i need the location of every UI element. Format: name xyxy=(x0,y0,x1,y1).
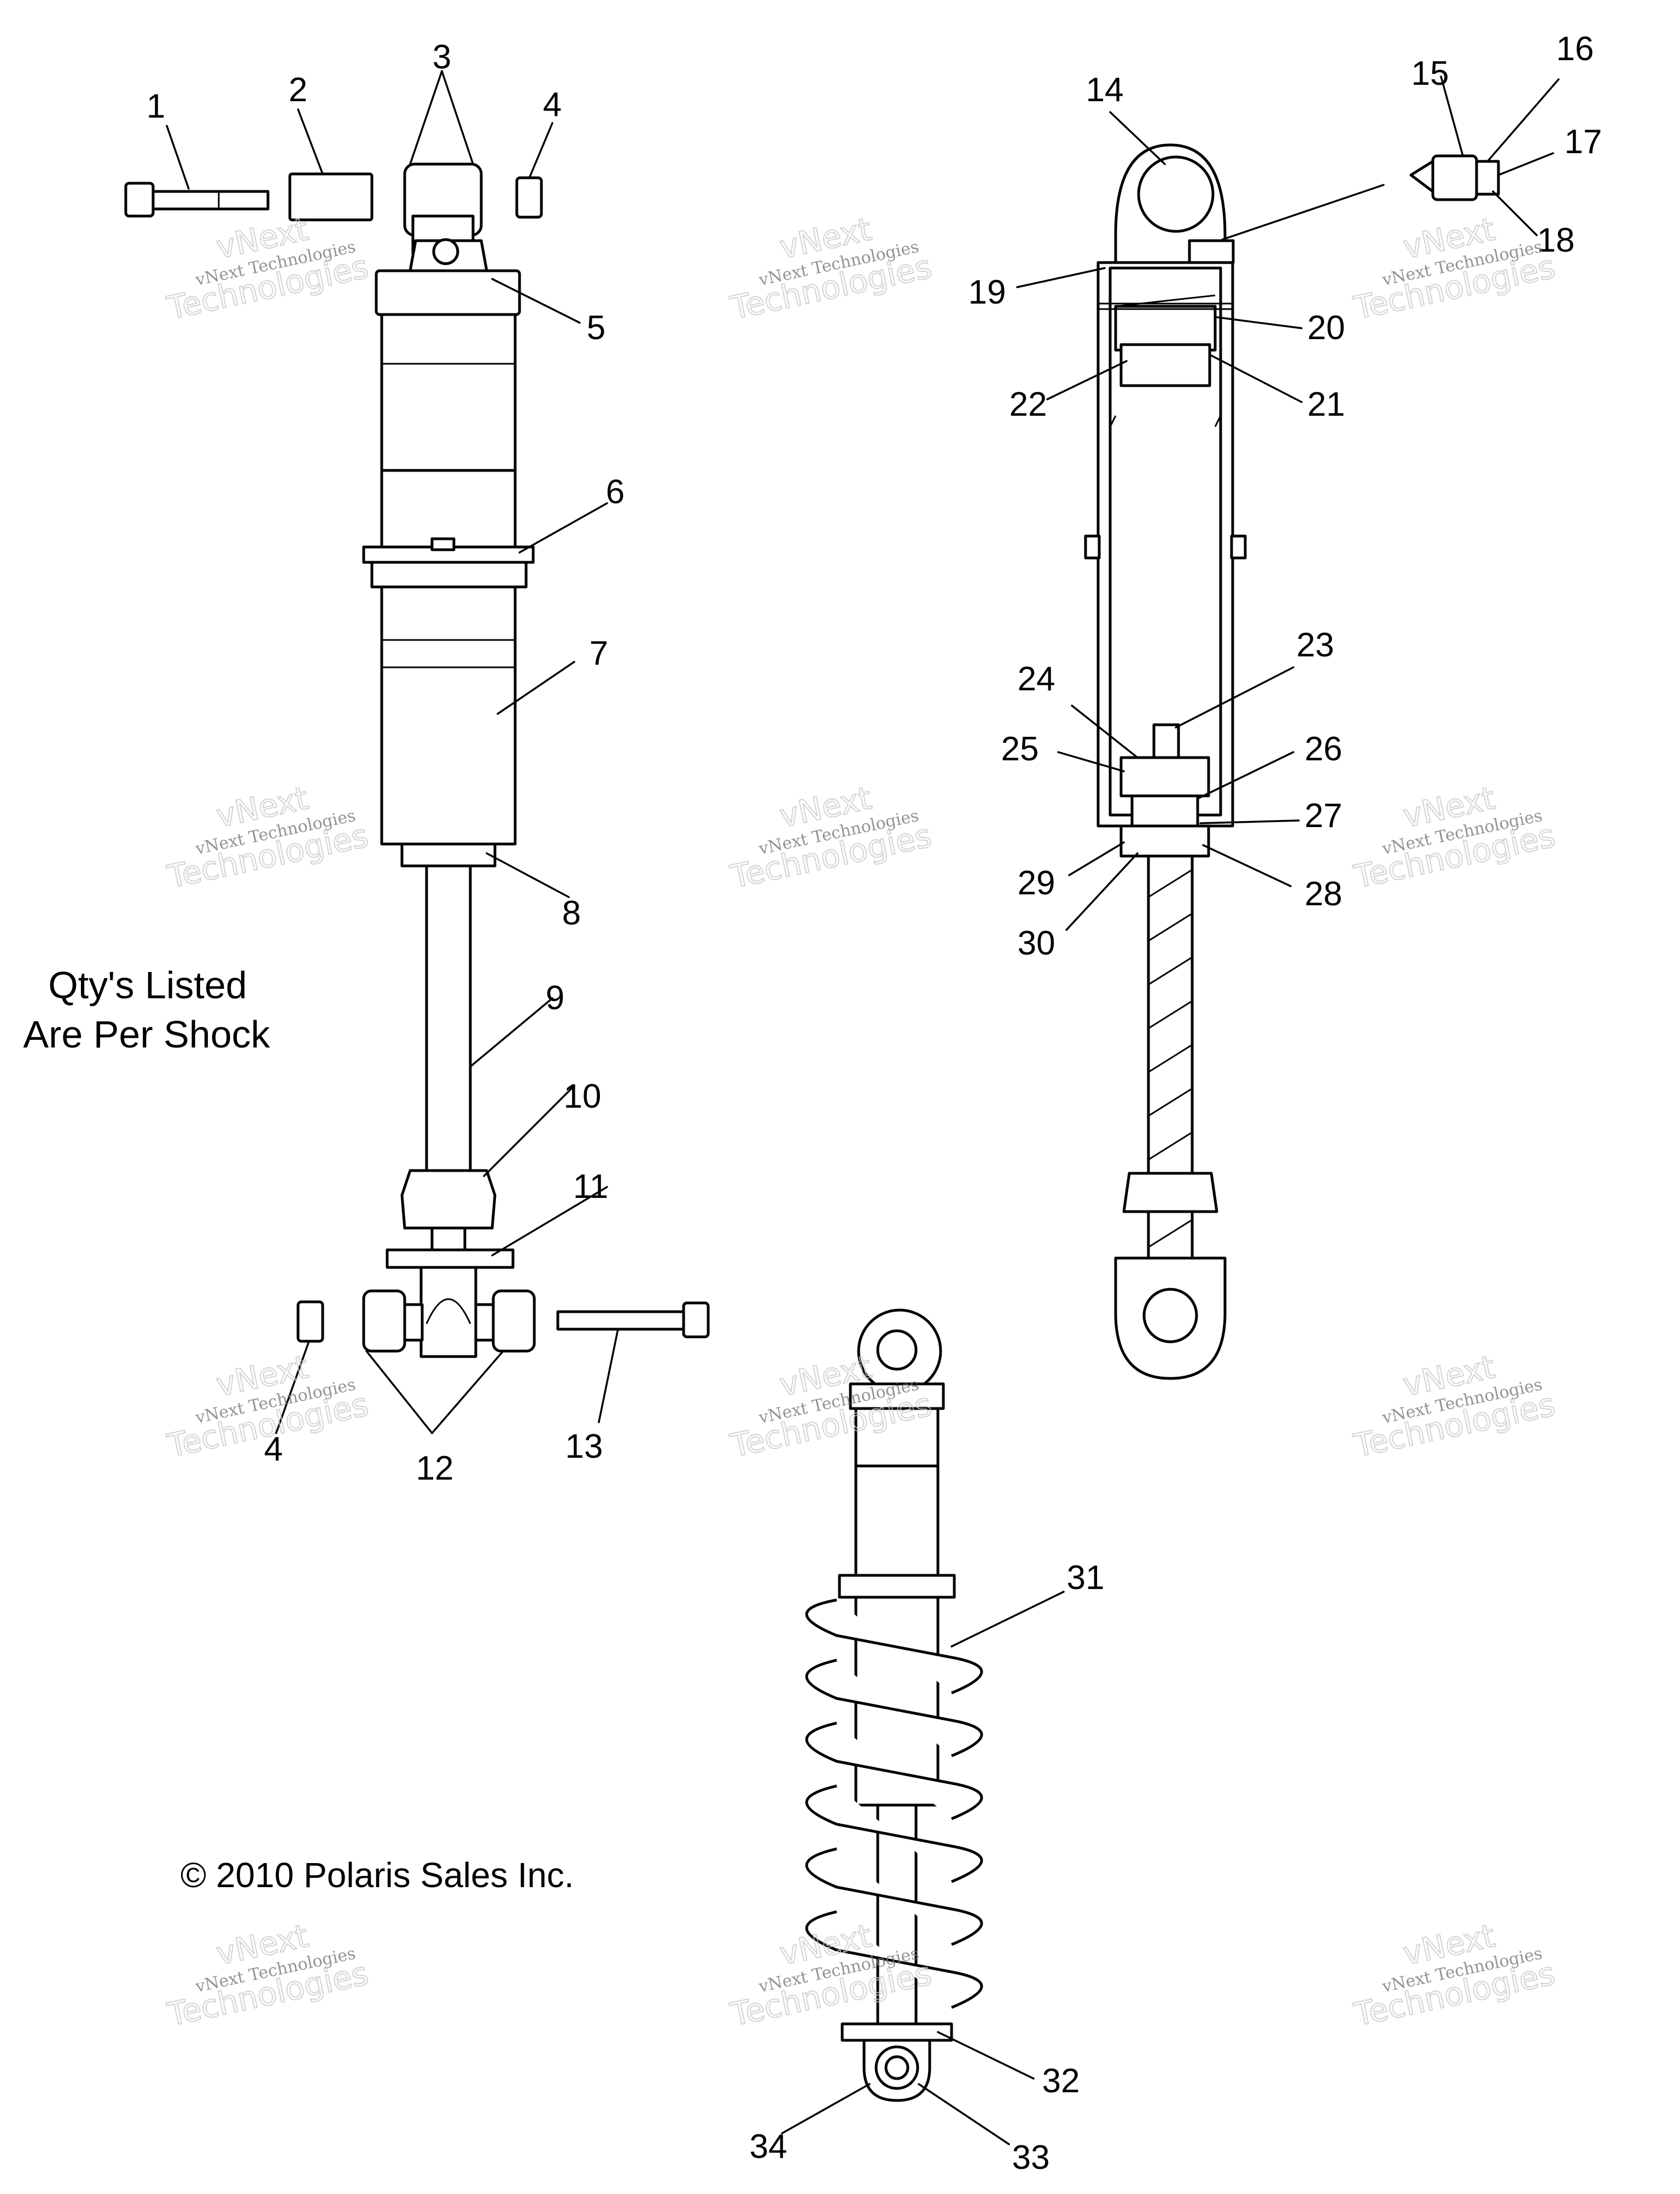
callout-11: 11 xyxy=(573,1168,608,1206)
reservoir-valve-detail xyxy=(1221,154,1500,241)
part-8-seal xyxy=(400,842,497,868)
callout-19: 19 xyxy=(969,273,1006,311)
callout-14: 14 xyxy=(1086,71,1124,109)
callout-27: 27 xyxy=(1305,797,1343,835)
copyright: © 2010 Polaris Sales Inc. xyxy=(180,1855,574,1895)
callout-26: 26 xyxy=(1305,730,1343,768)
left-shock-assembly xyxy=(124,162,710,1358)
shock-body-upper xyxy=(380,313,517,472)
callout-32: 32 xyxy=(1042,2062,1080,2100)
callout-17: 17 xyxy=(1565,123,1602,161)
callout-4-top: 4 xyxy=(543,86,562,124)
part-9-shaft xyxy=(425,864,472,1174)
callout-6: 6 xyxy=(606,473,625,511)
callouts: 1 2 3 4 5 6 7 8 9 10 11 12 13 4 14 15 16… xyxy=(147,30,1602,2176)
callout-12: 12 xyxy=(416,1450,454,1487)
callout-15: 15 xyxy=(1411,55,1449,92)
shock-cross-section xyxy=(1084,143,1500,1380)
callout-24: 24 xyxy=(1018,660,1055,698)
part-12-bushings xyxy=(362,1289,536,1353)
part-1-bolt xyxy=(124,182,270,218)
callout-28: 28 xyxy=(1305,875,1343,913)
leader-lines xyxy=(166,70,1560,2145)
callout-31: 31 xyxy=(1067,1559,1105,1597)
callout-8: 8 xyxy=(562,894,581,932)
part-32-spring-seat xyxy=(841,2022,953,2042)
qty-note-line2: Are Per Shock xyxy=(23,1013,270,1056)
callout-5: 5 xyxy=(587,309,605,347)
callout-34: 34 xyxy=(750,2128,788,2166)
callout-7: 7 xyxy=(590,635,608,672)
part-7-shock-body xyxy=(380,585,517,846)
part-31-spring xyxy=(805,1598,983,2009)
callout-30: 30 xyxy=(1018,924,1055,962)
part-4-nut-bottom xyxy=(296,1300,324,1343)
callout-2: 2 xyxy=(289,71,307,109)
part-4-nut-top xyxy=(515,176,543,219)
part-6-preload-ring xyxy=(362,469,535,589)
shaft-end xyxy=(430,1226,466,1252)
assembled-shock xyxy=(805,1308,983,2102)
part-5-body-cap xyxy=(375,238,521,316)
callout-21: 21 xyxy=(1308,386,1345,423)
callout-1: 1 xyxy=(147,88,165,125)
part-11-lower-eye xyxy=(386,1248,515,1358)
part-2-spacer xyxy=(288,172,374,222)
callout-4-bottom: 4 xyxy=(264,1430,283,1468)
part-13-bolt xyxy=(556,1301,710,1338)
part-10-bumper xyxy=(400,1169,497,1230)
callout-22: 22 xyxy=(1010,386,1047,423)
callout-18: 18 xyxy=(1537,222,1575,259)
callout-10: 10 xyxy=(564,1078,602,1115)
callout-23: 23 xyxy=(1297,626,1334,664)
callout-29: 29 xyxy=(1018,864,1055,902)
callout-33: 33 xyxy=(1012,2139,1050,2176)
callout-25: 25 xyxy=(1001,730,1039,768)
qty-note-line1: Qty's Listed xyxy=(48,964,247,1006)
callout-16: 16 xyxy=(1556,30,1594,68)
callout-3: 3 xyxy=(433,38,451,76)
callout-20: 20 xyxy=(1308,309,1345,347)
callout-13: 13 xyxy=(565,1428,603,1465)
callout-9: 9 xyxy=(546,979,564,1017)
